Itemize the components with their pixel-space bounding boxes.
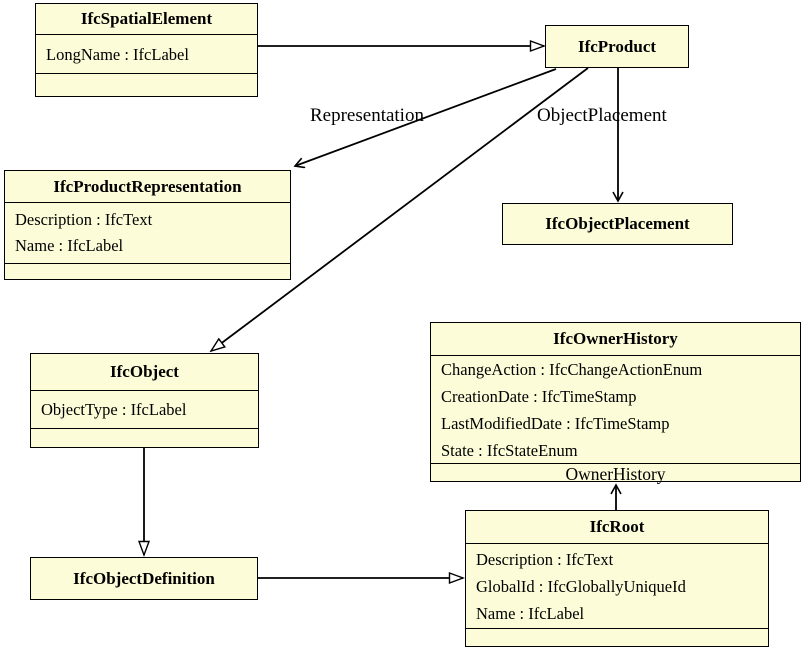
class-footer [466, 629, 768, 646]
class-attributes: ObjectType : IfcLabel [31, 391, 258, 429]
class-box-ifcobject: IfcObject ObjectType : IfcLabel [30, 353, 259, 448]
association-label-representation: Representation [310, 105, 424, 126]
attribute: Description : IfcText [476, 549, 614, 569]
class-footer [31, 429, 258, 447]
class-box-ifcownerhistory: IfcOwnerHistory ChangeAction : IfcChange… [430, 322, 801, 484]
class-attributes: Description : IfcText Name : IfcLabel [5, 203, 290, 264]
class-title: IfcObjectDefinition [73, 568, 215, 588]
association-label-ownerhistory: OwnerHistory [565, 464, 666, 484]
class-box-ifcobjectdefinition: IfcObjectDefinition [30, 557, 258, 600]
class-box-ifcobjectplacement: IfcObjectPlacement [502, 203, 733, 245]
class-attributes: LongName : IfcLabel [36, 35, 257, 74]
attribute: LongName : IfcLabel [46, 44, 189, 64]
attribute: LastModifiedDate : IfcTimeStamp [441, 413, 670, 433]
class-box-ifcproductrepresentation: IfcProductRepresentation Description : I… [4, 170, 291, 280]
attribute: Name : IfcLabel [15, 236, 124, 255]
attribute: State : IfcStateEnum [441, 440, 578, 460]
class-attributes: Description : IfcText GlobalId : IfcGlob… [466, 544, 768, 629]
class-title: IfcObject [31, 354, 258, 391]
class-title: IfcProductRepresentation [5, 171, 290, 203]
class-title: IfcSpatialElement [36, 4, 257, 35]
attribute: CreationDate : IfcTimeStamp [441, 386, 637, 406]
attribute: Description : IfcText [15, 210, 153, 229]
generalization-product-to-object [209, 67, 589, 353]
class-title: IfcOwnerHistory [431, 323, 800, 356]
attribute: ObjectType : IfcLabel [41, 399, 187, 419]
class-box-ifcproduct: IfcProduct [545, 25, 689, 68]
class-title: IfcRoot [466, 511, 768, 544]
attribute: Name : IfcLabel [476, 603, 585, 623]
class-attributes: ChangeAction : IfcChangeActionEnum Creat… [431, 356, 800, 464]
class-title: IfcObjectPlacement [545, 214, 690, 233]
class-footer [36, 74, 257, 96]
class-box-ifcroot: IfcRoot Description : IfcText GlobalId :… [465, 510, 769, 647]
class-box-ifcspatialelement: IfcSpatialElement LongName : IfcLabel [35, 3, 258, 97]
attribute: GlobalId : IfcGloballyUniqueId [476, 576, 686, 596]
attribute: ChangeAction : IfcChangeActionEnum [441, 359, 703, 379]
association-product-to-productrepresentation [295, 68, 557, 166]
class-title: IfcProduct [577, 36, 657, 56]
class-footer [5, 264, 290, 279]
association-label-objectplacement: ObjectPlacement [537, 105, 667, 126]
